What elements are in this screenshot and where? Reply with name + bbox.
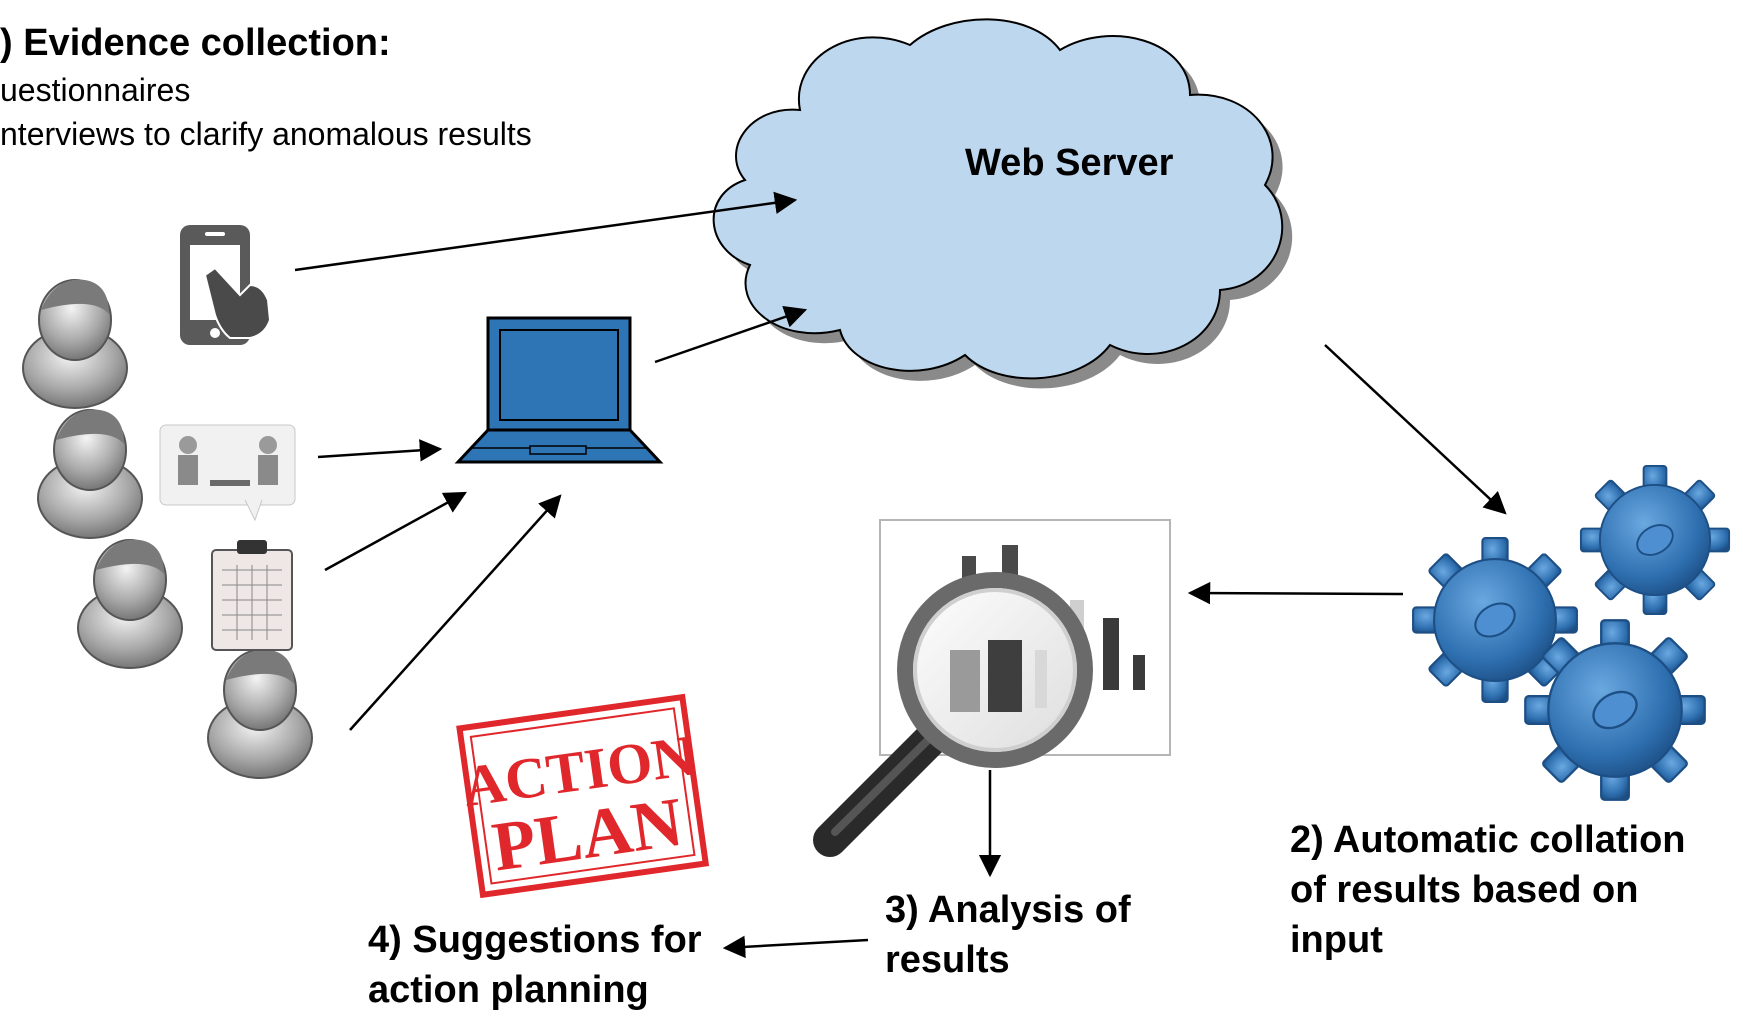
- arrow-analysis-to-suggestions: [722, 935, 869, 959]
- person-icon-4: [207, 648, 313, 779]
- person-icon-1: [22, 278, 128, 409]
- gears-icon: [1412, 464, 1731, 801]
- arrow-gears-to-analysis: [1187, 581, 1404, 605]
- arrow-phone-to-server: [294, 191, 798, 272]
- step1-title: ) Evidence collection:: [0, 22, 391, 64]
- step3-line-1: 3) Analysis of: [885, 889, 1131, 931]
- flow-arrows: [294, 191, 1507, 959]
- step3-line-2: results: [885, 939, 1010, 981]
- interview-sketch-icon: [159, 424, 296, 522]
- arrow-interview-to-laptop: [317, 439, 443, 462]
- step4-line-2: action planning: [368, 969, 649, 1011]
- step1-item-interviews: nterviews to clarify anomalous results: [0, 116, 532, 152]
- smartphone-icon: [180, 225, 272, 345]
- step1-item-questionnaires: uestionnaires: [0, 72, 191, 108]
- clipboard-icon: [211, 540, 293, 651]
- laptop-icon: [454, 316, 664, 464]
- step2-line-3: input: [1290, 919, 1383, 961]
- web-server-label: Web Server: [965, 142, 1174, 184]
- action-plan-stamp: ACTION PLAN: [456, 693, 710, 899]
- arrow-person-to-laptop: [349, 494, 562, 731]
- web-server-cloud: [712, 18, 1293, 389]
- arrow-clipboard-to-laptop: [324, 491, 467, 572]
- step3-label: 3) Analysis of results: [885, 885, 1131, 985]
- analysis-chart-icon: [813, 519, 1171, 857]
- step2-line-1: 2) Automatic collation: [1290, 819, 1686, 861]
- step2-line-2: of results based on: [1290, 869, 1639, 911]
- arrow-server-to-gears: [1324, 344, 1507, 515]
- person-icon-3: [77, 538, 183, 669]
- step2-label: 2) Automatic collation of results based …: [1290, 815, 1686, 965]
- step4-label: 4) Suggestions for action planning: [368, 915, 702, 1015]
- step4-line-1: 4) Suggestions for: [368, 919, 702, 961]
- person-icon-2: [37, 408, 143, 539]
- arrow-laptop-to-server: [654, 306, 808, 364]
